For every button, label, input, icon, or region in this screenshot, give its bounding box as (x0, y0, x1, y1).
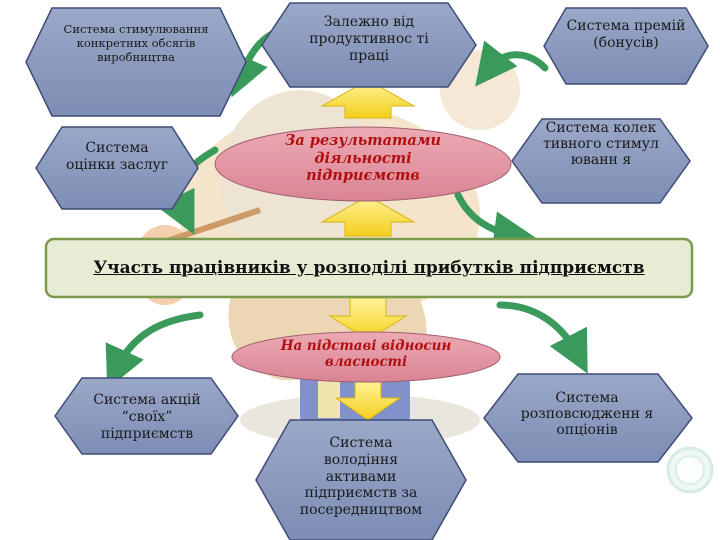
hexagon-mid-left (35, 126, 199, 210)
label-mid-right: Система колективного стимулюванн я (543, 120, 659, 169)
ellipse-ownership (231, 331, 501, 383)
label-mid-left: Система оцінки заслуг (65, 140, 169, 174)
green-arrow-low-left (105, 311, 204, 390)
label-bottom-center: Система володіння активами підприємств з… (299, 435, 423, 519)
banner-box (44, 237, 694, 299)
hexagon-bottom-left (54, 377, 239, 455)
banner-title: Участь працівників у розподілі прибутків… (93, 258, 645, 278)
hexagon-top-left (25, 7, 247, 117)
ellipse-results (214, 126, 512, 202)
label-bottom-right: Система розповсюдженн я опціонів (520, 390, 654, 439)
label-top-right: Система премій (бонусів) (566, 18, 686, 52)
yellow-arrows (320, 79, 416, 421)
yellow-arrow-up-top (320, 79, 416, 119)
green-arrow-mid-right (454, 191, 536, 254)
hexagon-bottom-center (255, 419, 467, 540)
label-top-center: Залежно від продуктивнос ті праці (309, 14, 429, 65)
green-arrow-top-right (475, 40, 549, 87)
yellow-arrow-down-low (334, 379, 402, 421)
hexagon-top-right (543, 7, 709, 85)
hexagon-bottom-right (483, 373, 693, 463)
label-ownership: На підставі відносин власності (280, 338, 452, 370)
label-top-left: Система стимулювання конкретних обсягів … (63, 22, 209, 65)
label-results: За результатами діяльності підприємств (284, 132, 442, 185)
green-arrow-low-right (496, 301, 588, 374)
yellow-arrow-down-mid (328, 297, 408, 341)
yellow-arrow-up-mid (320, 195, 416, 237)
label-bottom-left: Система акцій “своїх” підприємств (93, 392, 201, 443)
hexagon-top-center (261, 2, 477, 88)
hexagon-mid-right (511, 118, 691, 204)
